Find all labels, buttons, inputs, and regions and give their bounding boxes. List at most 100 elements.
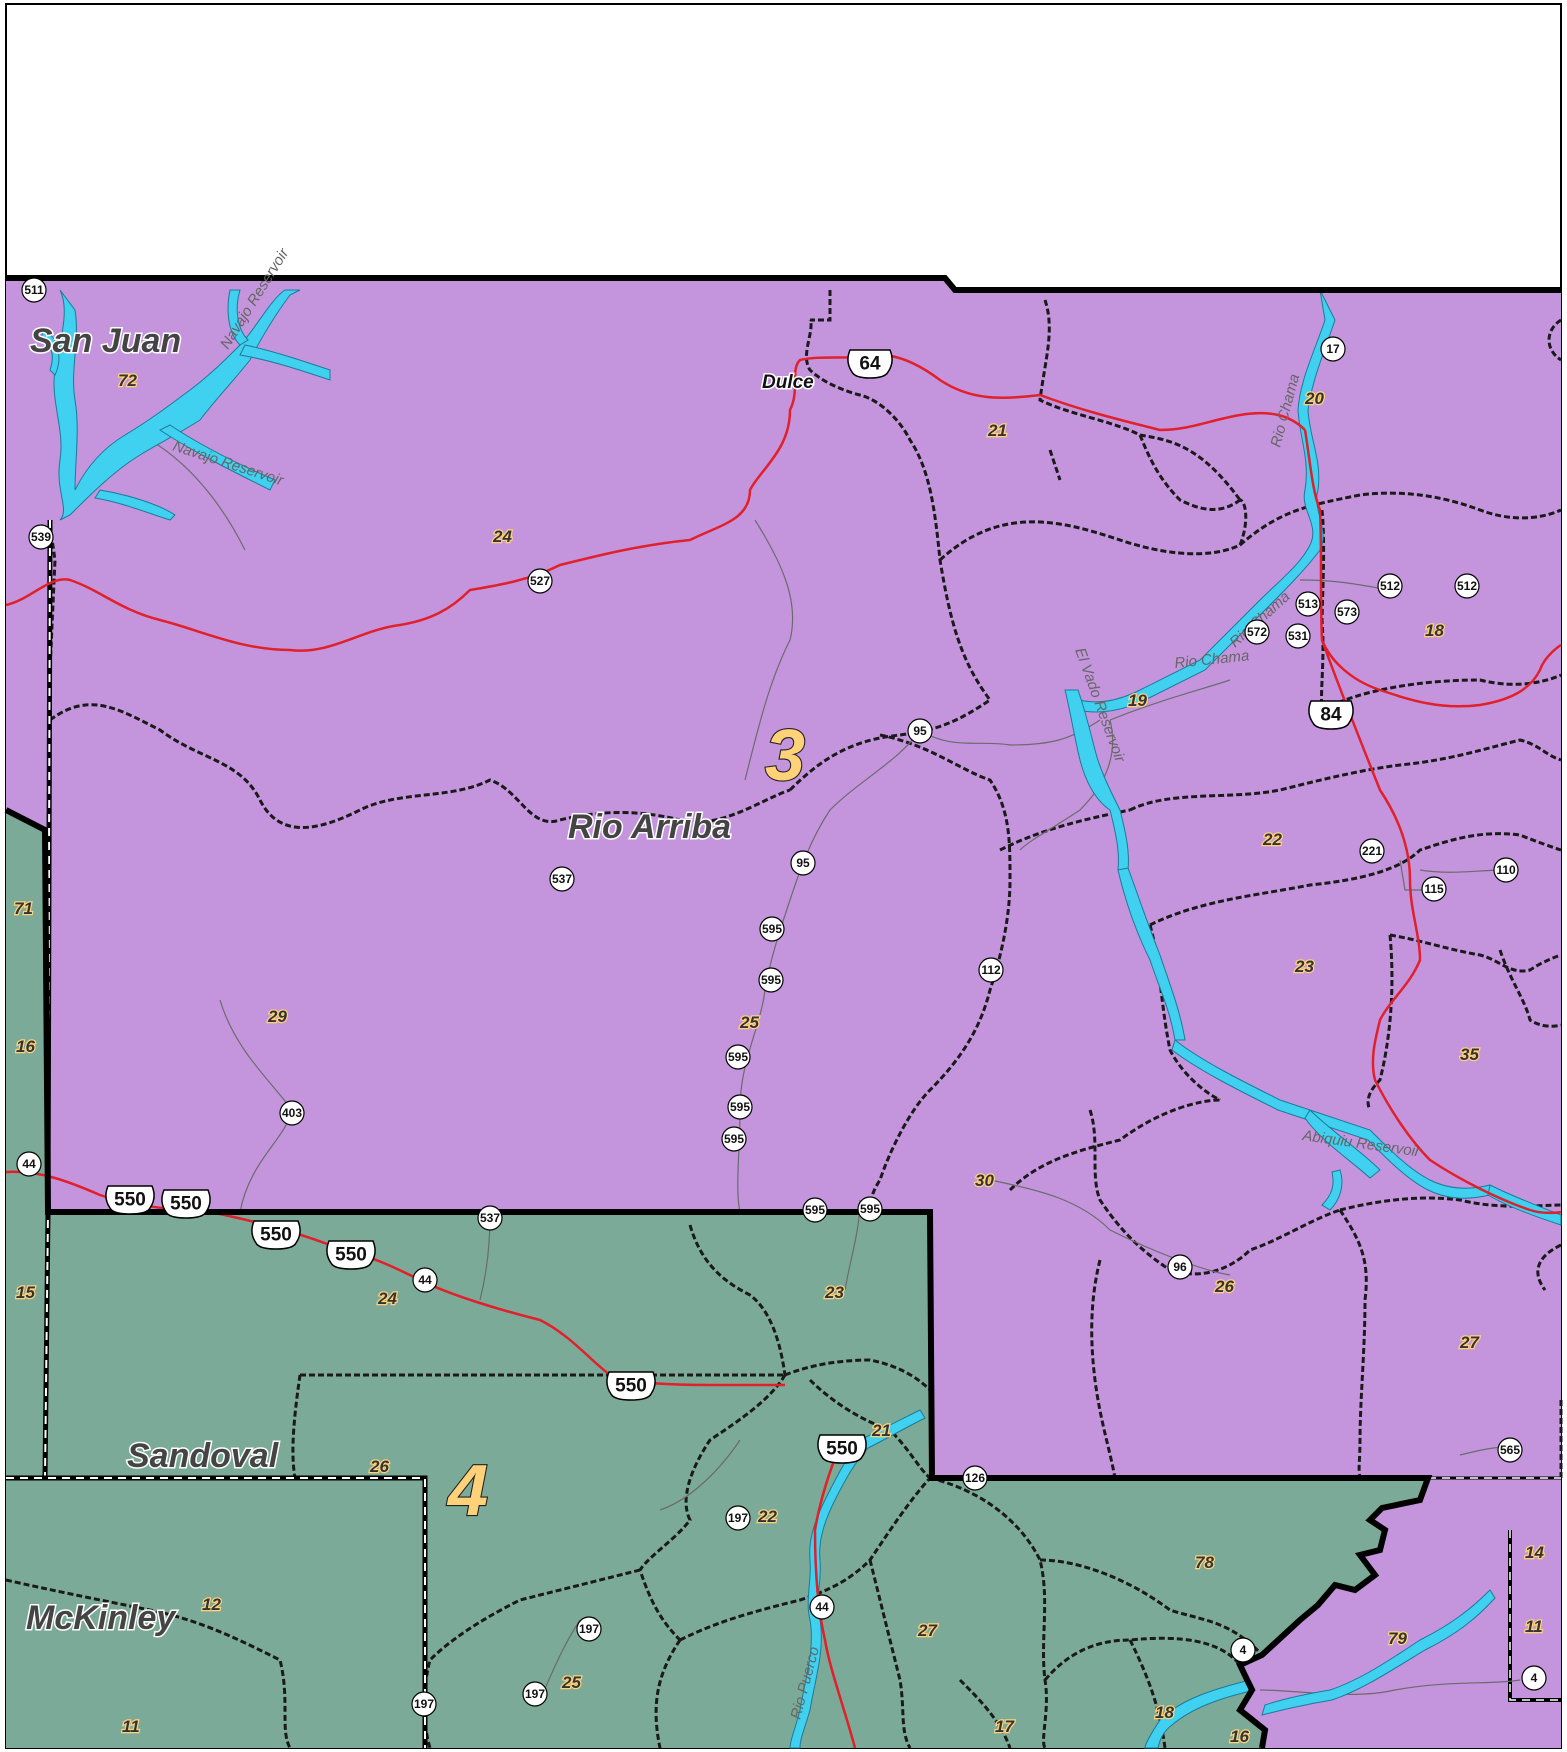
district-number-4: 4 (446, 1451, 488, 1531)
district-3-region (6, 278, 1561, 1478)
subdistrict-label: 20 (1304, 389, 1324, 408)
route-shield: 595 (727, 1094, 753, 1120)
subdistrict-label: 16 (16, 1037, 35, 1056)
svg-text:4: 4 (1240, 1643, 1247, 1657)
subdistrict-labels: 72 24 21 20 18 19 22 23 35 29 25 30 26 2… (13, 370, 1546, 1748)
route-shield: 595 (759, 916, 785, 942)
svg-text:573: 573 (1337, 605, 1357, 619)
route-shield: 197 (522, 1681, 548, 1707)
svg-text:565: 565 (1500, 1443, 1520, 1457)
svg-text:595: 595 (728, 1050, 748, 1064)
navajo-reservoir-shape (53, 289, 301, 521)
us-route-shield: 550 (105, 1185, 155, 1215)
subdistrict-label: 16 (1230, 1727, 1249, 1746)
county-label-rio-arriba: Rio Arriba (568, 808, 731, 846)
us-route-shield: 550 (817, 1434, 867, 1464)
county-label-san-juan: San Juan (30, 322, 181, 360)
subdistrict-label: 79 (1388, 1629, 1407, 1648)
subdistrict-label: 18 (1425, 621, 1444, 640)
route-shield: 197 (725, 1505, 751, 1531)
water-label-rio-puerco: Rio Puerco (787, 1645, 823, 1721)
subdistrict-label: 21 (871, 1421, 891, 1440)
water-label-abiquiu-reservoir: Abiquiu Reservoir (1300, 1127, 1422, 1161)
route-shield: 115 (1421, 876, 1447, 902)
place-label-dulce: Dulce (762, 372, 814, 393)
svg-text:197: 197 (525, 1687, 545, 1701)
subdistrict-label: 26 (1214, 1277, 1234, 1296)
svg-text:95: 95 (796, 856, 810, 870)
subdistrict-label: 29 (267, 1007, 287, 1026)
svg-text:44: 44 (22, 1157, 36, 1171)
route-shield: 537 (477, 1205, 503, 1231)
route-shield: 595 (802, 1197, 828, 1223)
svg-text:511: 511 (24, 283, 44, 297)
svg-text:512: 512 (1457, 579, 1477, 593)
svg-text:537: 537 (552, 872, 572, 886)
svg-text:513: 513 (1298, 597, 1318, 611)
district-4-region (6, 810, 1428, 1748)
svg-text:44: 44 (815, 1600, 829, 1614)
route-shield: 44 (809, 1594, 835, 1620)
svg-text:197: 197 (414, 1697, 434, 1711)
route-shield: 573 (1334, 599, 1360, 625)
svg-text:403: 403 (282, 1106, 302, 1120)
subdistrict-label: 25 (561, 1673, 581, 1692)
svg-text:110: 110 (1496, 863, 1516, 877)
route-shield: 537 (549, 866, 575, 892)
subdistrict-label: 78 (1195, 1553, 1214, 1572)
subdistrict-label: 35 (1460, 1045, 1479, 1064)
svg-text:197: 197 (728, 1511, 748, 1525)
route-shield: 110 (1493, 857, 1519, 883)
subdistrict-label: 22 (757, 1507, 777, 1526)
route-shield: 44 (16, 1151, 42, 1177)
route-shield: 126 (962, 1465, 988, 1491)
subdistrict-label: 21 (987, 421, 1007, 440)
route-shield: 44 (412, 1267, 438, 1293)
svg-text:197: 197 (579, 1622, 599, 1636)
svg-text:64: 64 (859, 354, 881, 375)
water-label-rio-chama-1: Rio Chama (1267, 372, 1303, 449)
svg-text:550: 550 (260, 1225, 292, 1246)
subdistrict-label: 14 (1525, 1543, 1544, 1562)
svg-text:595: 595 (860, 1202, 880, 1216)
svg-text:115: 115 (1424, 882, 1444, 896)
us-route-shield: 84 (1308, 700, 1354, 730)
subdistrict-label: 11 (1525, 1617, 1543, 1636)
svg-text:595: 595 (762, 922, 782, 936)
svg-text:4: 4 (1531, 1671, 1538, 1685)
water-label-el-vado-reservoir: El Vado Reservoir (1071, 646, 1128, 766)
route-shield: 17 (1320, 336, 1346, 362)
county-label-sandoval: Sandoval (127, 1437, 280, 1475)
water-label-rio-chama-3: Rio Chama (1174, 647, 1250, 672)
svg-text:595: 595 (730, 1100, 750, 1114)
subdistrict-label: 15 (16, 1283, 35, 1302)
svg-text:595: 595 (724, 1132, 744, 1146)
subdistrict-boundaries (46, 290, 1563, 1479)
route-shield: 112 (978, 957, 1004, 983)
subdistrict-label: 24 (492, 527, 512, 546)
water-label-navajo-reservoir-1: Navajo Reservoir (217, 245, 293, 352)
route-shield: 95 (790, 850, 816, 876)
route-shield: 4 (1521, 1665, 1547, 1691)
route-shield: 595 (857, 1196, 883, 1222)
subdistrict-label: 18 (1155, 1703, 1174, 1722)
subdistrict-label: 27 (1459, 1333, 1480, 1352)
svg-text:531: 531 (1288, 629, 1308, 643)
svg-text:572: 572 (1247, 625, 1267, 639)
subdistrict-label: 22 (1262, 830, 1282, 849)
county-label-mckinley: McKinley (26, 1599, 177, 1637)
svg-text:550: 550 (170, 1194, 202, 1215)
svg-text:84: 84 (1320, 705, 1342, 726)
route-shield: 511 (21, 277, 47, 303)
svg-text:512: 512 (1380, 579, 1400, 593)
route-shield: 96 (1167, 1254, 1193, 1280)
subdistrict-label: 25 (739, 1013, 759, 1032)
route-shield: 221 (1359, 838, 1385, 864)
route-shield: 513 (1295, 591, 1321, 617)
svg-text:550: 550 (826, 1439, 858, 1460)
svg-text:95: 95 (913, 724, 927, 738)
route-shield: 512 (1377, 573, 1403, 599)
